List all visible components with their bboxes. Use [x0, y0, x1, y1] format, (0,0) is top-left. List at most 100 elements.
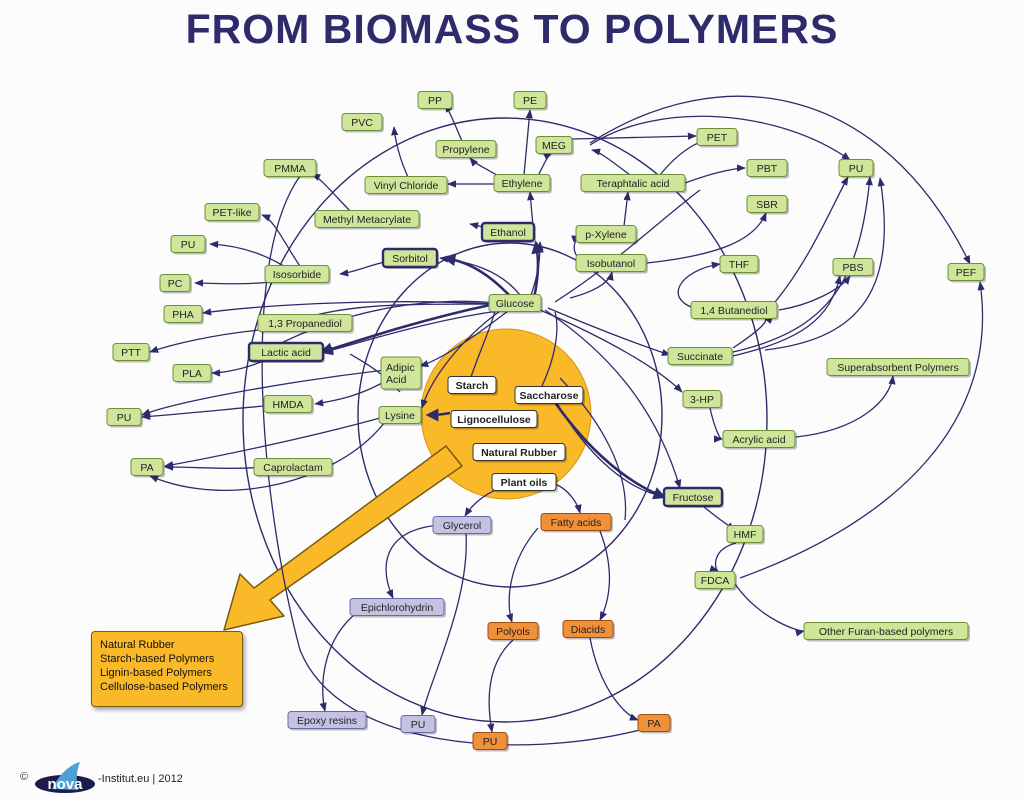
node-box [257, 314, 353, 332]
node-polyols: Polyols [487, 622, 540, 642]
node-box [575, 254, 647, 272]
node-box [832, 258, 874, 276]
node-label: Fructose [673, 492, 714, 504]
connection-line [319, 609, 361, 712]
node-label: Glycerol [443, 520, 482, 532]
node-label: HMF [734, 529, 757, 541]
connection-line [537, 152, 553, 177]
node-label: Lysine [385, 410, 415, 422]
node-label: Ethylene [502, 178, 543, 190]
node-label: PE [523, 95, 537, 107]
node-pxylene: p-Xylene [575, 225, 638, 245]
node-box [514, 386, 584, 404]
node-box [204, 203, 260, 221]
node-ethylene: Ethylene [493, 174, 552, 194]
outer-ring [242, 117, 768, 723]
node-pa_l: PA [130, 458, 165, 478]
connection-line [732, 317, 773, 349]
node-thf: THF [719, 255, 760, 275]
node-label: Propylene [442, 144, 489, 156]
main-route-line [319, 303, 491, 356]
node-box [163, 305, 203, 323]
node-box [540, 513, 612, 531]
node-box [159, 274, 191, 292]
node-pvc: PVC [341, 113, 384, 133]
connection-line [646, 212, 767, 264]
node-otherfuran: Other Furan-based polymers [803, 622, 970, 642]
connection-line [591, 148, 631, 176]
main-route-line [548, 394, 667, 500]
node-label: PET-like [212, 207, 251, 219]
node-box [349, 598, 445, 616]
node-label: PU [483, 736, 498, 748]
node-box [417, 91, 453, 109]
node-label: Glucose [496, 298, 535, 310]
node-box [513, 91, 547, 109]
node-acrylic: Acrylic acid [722, 430, 797, 450]
node-box [447, 376, 497, 394]
connection-line [539, 311, 558, 391]
node-label: Epichlorohydrin [361, 602, 434, 614]
node-methylmeta: Methyl Metacrylate [314, 210, 421, 230]
node-box [690, 301, 778, 319]
connection-line [249, 300, 496, 361]
connection-line [311, 173, 351, 212]
node-hmf: HMF [726, 525, 765, 545]
node-box [400, 715, 436, 733]
node-box [838, 159, 874, 177]
connection-line [261, 214, 301, 267]
connection-line [149, 329, 261, 353]
node-sbr: SBR [746, 195, 789, 215]
node-diacids: Diacids [562, 620, 615, 640]
node-box [746, 159, 788, 177]
node-butanediol: 1,4 Butanediol [690, 301, 779, 321]
node-pmma: PMMA [263, 159, 318, 179]
node-label: PET [707, 132, 728, 144]
nova-logo: nova [35, 762, 95, 793]
connection-line [732, 275, 842, 357]
node-label: 1,4 Butanediol [700, 305, 767, 317]
connection-line [569, 271, 614, 299]
connection-line [795, 375, 896, 438]
connection-line [764, 177, 885, 351]
connection-line [385, 524, 441, 599]
node-label: Other Furan-based polymers [819, 626, 953, 638]
node-box [722, 430, 796, 448]
node-label: PU [181, 239, 196, 251]
node-label: PHA [172, 309, 194, 321]
node-label: Isosorbide [273, 269, 322, 281]
node-label: PU [411, 719, 426, 731]
node-box [170, 235, 206, 253]
connection-line [589, 95, 971, 265]
node-fattyacids: Fatty acids [540, 513, 613, 533]
node-plantoils: Plant oils [491, 473, 558, 493]
connection-line [589, 637, 639, 721]
connection-line [599, 530, 611, 621]
core-output-arrow [223, 445, 463, 631]
node-label: PMMA [274, 163, 306, 175]
node-pa_orange: PA [637, 714, 672, 734]
connection-line [623, 191, 631, 227]
connection-line [554, 483, 582, 514]
node-label: Epoxy resins [297, 715, 357, 727]
node-label: p-Xylene [585, 229, 627, 241]
node-label: Acrylic acid [732, 434, 785, 446]
node-box [450, 410, 538, 428]
node-box [435, 140, 497, 158]
connection-line [439, 255, 521, 296]
node-box [682, 390, 722, 408]
connection-line [589, 115, 851, 161]
node-lignocellulose: Lignocellulose [450, 410, 539, 430]
node-label: Ethanol [490, 227, 526, 239]
connection-line [164, 463, 266, 471]
node-pu_orange: PU [472, 732, 509, 752]
node-box [719, 255, 759, 273]
node-label: Isobutanol [587, 258, 635, 270]
node-epichlorohydrin: Epichlorohydrin [349, 598, 446, 618]
node-box [667, 347, 733, 365]
node-label: PU [849, 163, 864, 175]
node-box [535, 136, 573, 154]
copyright-symbol: © [20, 771, 29, 783]
